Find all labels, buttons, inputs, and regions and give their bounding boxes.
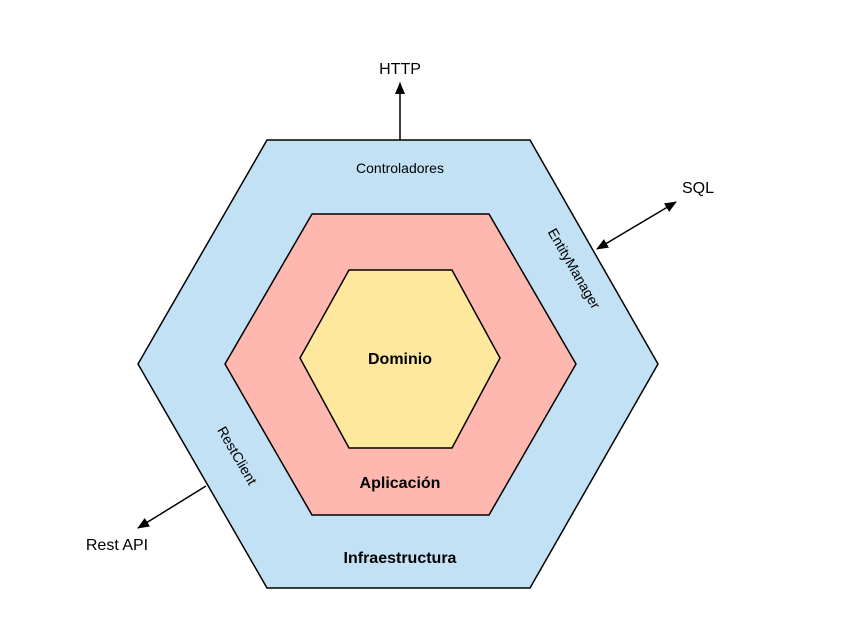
application-label: Aplicación xyxy=(360,475,441,492)
rest-api-arrow xyxy=(137,485,207,529)
http-label: HTTP xyxy=(379,61,421,78)
rest-api-label: Rest API xyxy=(86,537,148,554)
controllers-label: Controladores xyxy=(356,160,444,176)
domain-hexagon xyxy=(299,269,501,449)
sql-label: SQL xyxy=(682,180,714,197)
sql-arrow xyxy=(596,201,677,250)
infrastructure-label: Infraestructura xyxy=(344,550,457,567)
domain-label: Dominio xyxy=(368,351,432,368)
